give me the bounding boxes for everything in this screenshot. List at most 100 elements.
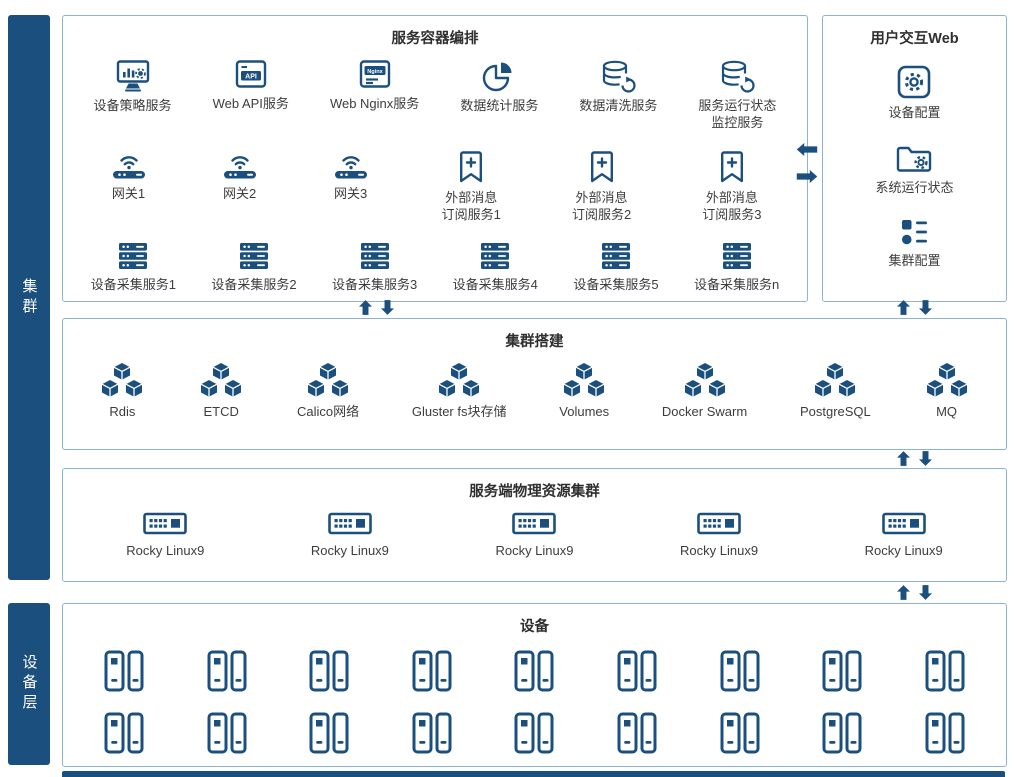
section-title-devices: 设备: [520, 619, 549, 635]
node-label: PostgreSQL: [799, 404, 871, 419]
node-label: 设备采集服务3: [332, 276, 418, 292]
external-message-subscribe-service-1: 外部消息 订阅服务1: [442, 149, 501, 224]
cubes-icon: [561, 363, 607, 399]
section-title-orchestration: 服务容器编排: [391, 31, 479, 47]
devices-row-2: [63, 710, 1006, 761]
device-unit: [101, 710, 147, 761]
arrow-down-icon: [919, 585, 932, 600]
node-label: Docker Swarm: [661, 404, 748, 419]
gluster-fs-block-storage: Gluster fs块存储: [411, 363, 507, 421]
node-label: 设备采集服务2: [211, 276, 297, 292]
section-user-web: 用户交互Web 设备配置系统运行状态集群配置: [822, 15, 1007, 302]
server-box-icon: [142, 510, 188, 538]
gateway-icon: [220, 149, 260, 181]
node-label: Calico网络: [296, 404, 360, 419]
server-stack-icon: [115, 240, 151, 272]
subscribe-icon: [587, 149, 617, 185]
device-unit: [922, 648, 968, 699]
node-label: Gluster fs块存储: [411, 404, 507, 419]
device-collection-service-4: 设备采集服务4: [453, 240, 538, 294]
node-label: 设备配置: [888, 105, 941, 120]
device-unit: [717, 710, 763, 761]
node-label: 系统运行状态: [875, 179, 954, 195]
server-box-icon: [696, 510, 742, 538]
sidebar-cluster-label: 集群: [20, 277, 38, 318]
node-label: 网关1: [111, 185, 146, 201]
external-message-subscribe-service-3: 外部消息 订阅服务3: [702, 149, 761, 224]
node-label: Rocky Linux9: [126, 543, 205, 558]
device-icon: [306, 710, 352, 756]
device-icon: [204, 710, 250, 756]
section-title-physical-cluster: 服务端物理资源集群: [469, 484, 600, 500]
server-box-icon: [511, 510, 557, 538]
connector-orchestration-cluster-setup: [359, 300, 394, 315]
device-unit: [511, 648, 557, 699]
node-label: 数据统计服务: [460, 98, 539, 113]
device-icon: [101, 648, 147, 694]
device-unit: [204, 648, 250, 699]
sidebar-cluster: 集群: [8, 15, 50, 580]
device-unit: [101, 648, 147, 699]
orchestration-row-2: 网关1 网关2 网关3 外部消息 订阅服务1 外部消息 订阅服务2 外部消息 订阅服务3: [63, 149, 807, 224]
device-unit: [409, 648, 455, 699]
folder-gear-icon: [894, 141, 934, 175]
device-icon: [409, 710, 455, 756]
connector-web-orchestration: [796, 143, 818, 183]
arrow-down-icon: [381, 300, 394, 315]
node-label: 网关2: [222, 185, 257, 201]
device-icon: [101, 710, 147, 756]
cubes-icon: [812, 363, 858, 399]
device-icon: [511, 710, 557, 756]
device-unit: [614, 710, 660, 761]
server-stack-icon: [236, 240, 272, 272]
node-label: Web Nginx服务: [329, 96, 420, 111]
node-label: 设备采集服务n: [693, 276, 780, 292]
gateway-2: 网关2: [220, 149, 260, 203]
cubes-icon: [198, 363, 244, 399]
node-label: 网关3: [333, 185, 368, 201]
cubes-icon: [436, 363, 482, 399]
bottom-bar: [62, 771, 1005, 777]
etcd: ETCD: [198, 363, 244, 421]
device-icon: [204, 648, 250, 694]
arrow-up-icon: [897, 451, 910, 466]
devices-row-1: [63, 648, 1006, 699]
device-unit: [819, 710, 865, 761]
device-config: 设备配置: [888, 64, 941, 122]
node-label: 外部消息 订阅服务3: [702, 189, 762, 222]
cluster-config-icon: [897, 216, 931, 248]
node-label: 外部消息 订阅服务1: [441, 189, 501, 222]
gateway-1: 网关1: [109, 149, 149, 203]
device-unit: [306, 710, 352, 761]
section-devices: 设备: [62, 603, 1007, 767]
node-label: Volumes: [559, 404, 610, 419]
cluster-config: 集群配置: [888, 216, 941, 270]
device-icon: [819, 710, 865, 756]
section-title-cluster-setup: 集群搭建: [505, 334, 564, 350]
device-unit: [204, 710, 250, 761]
svg-text:API: API: [245, 73, 257, 80]
node-label: Rocky Linux9: [680, 543, 759, 558]
server-box-icon: [327, 510, 373, 538]
cubes-icon: [99, 363, 145, 399]
node-label: Rocky Linux9: [310, 543, 389, 558]
connector-physical-devices: [897, 585, 932, 600]
section-title-user-web: 用户交互Web: [870, 31, 959, 47]
node-label: 外部消息 订阅服务2: [571, 189, 632, 222]
connector-cluster-setup-physical: [897, 451, 932, 466]
node-label: 设备采集服务4: [452, 276, 538, 292]
arrow-left-icon: [796, 143, 818, 156]
device-unit: [511, 710, 557, 761]
arrow-up-icon: [359, 300, 372, 315]
server-stack-icon: [477, 240, 513, 272]
device-icon: [922, 710, 968, 756]
connector-web-cluster-setup: [897, 300, 932, 315]
server-stack-icon: [719, 240, 755, 272]
device-unit: [409, 710, 455, 761]
